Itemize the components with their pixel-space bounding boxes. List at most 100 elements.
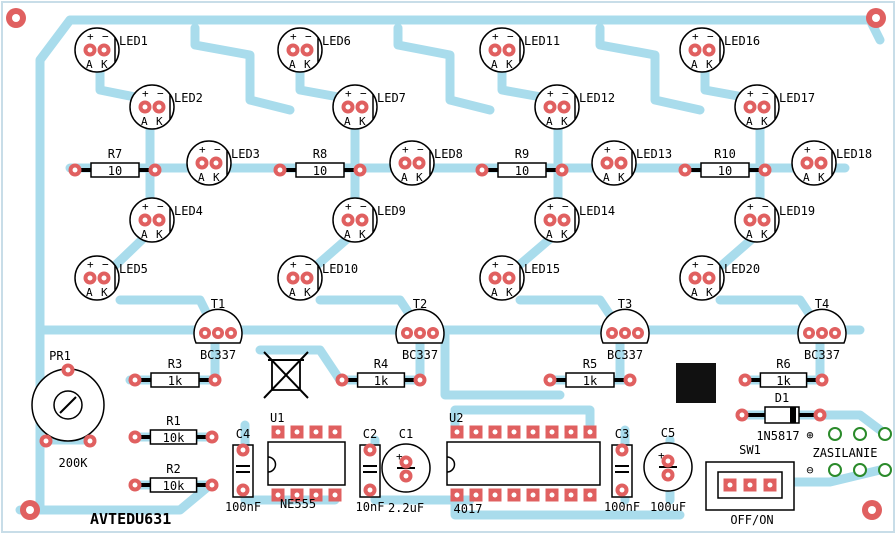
pad-hole [568, 429, 574, 435]
led-anode-label: A [401, 171, 408, 184]
pad-hole [359, 217, 365, 223]
solder-pad [615, 443, 629, 457]
resistor-body [700, 162, 750, 178]
pad-hole [609, 330, 615, 336]
led-label: LED12 [579, 91, 615, 105]
pad-hole [761, 104, 767, 110]
pad-hole [587, 429, 593, 435]
led-cathode-label: K [618, 171, 625, 184]
led-minus: − [762, 200, 769, 213]
solder-pad-square [564, 425, 578, 439]
pad-hole [619, 447, 625, 453]
led-outline [791, 140, 837, 186]
pad-hole [479, 167, 485, 173]
resistor-value: 10k [163, 479, 185, 493]
led-outline [74, 27, 120, 73]
led-label: LED1 [119, 34, 148, 48]
solder-pad [236, 483, 250, 497]
led-minus: − [619, 143, 626, 156]
led-cathode-label: K [506, 58, 513, 71]
pad-hole [345, 217, 351, 223]
led-minus: − [507, 30, 514, 43]
resistor-body [565, 372, 615, 388]
led-anode-label: A [603, 171, 610, 184]
solder-pad [205, 478, 219, 492]
pad-hole [275, 429, 281, 435]
ic-part: NE555 [280, 497, 316, 511]
led-outline [734, 84, 780, 130]
led-minus: − [819, 143, 826, 156]
pad-hole [511, 492, 517, 498]
led-plus: + [692, 30, 699, 43]
resistor-label: R1 [166, 414, 180, 428]
hole-center [872, 14, 880, 22]
led-outline [332, 84, 378, 130]
pot-label: PR1 [49, 349, 71, 363]
pad-hole [142, 217, 148, 223]
led-outline [479, 27, 525, 73]
weee-bin-icon [263, 351, 309, 399]
resistor-body [149, 477, 198, 493]
pad-hole [403, 459, 409, 465]
mounting-hole [866, 8, 886, 28]
solder-pad [399, 469, 413, 483]
led-cathode-label: K [506, 286, 513, 299]
led-anode-label: A [546, 228, 553, 241]
led-label: LED5 [119, 262, 148, 276]
led-cathode-label: K [156, 228, 163, 241]
led-plus: + [290, 30, 297, 43]
led-label: LED19 [779, 204, 815, 218]
pad-hole [87, 47, 93, 53]
solder-pad [61, 363, 75, 377]
wire-pad [828, 427, 842, 441]
resistor-value: 10k [163, 431, 185, 445]
diode-part: 1N5817 [756, 429, 799, 443]
diode-label: D1 [775, 391, 789, 405]
resistor-label: R4 [374, 357, 388, 371]
mounting-hole [6, 8, 26, 28]
led-cathode-label: K [101, 286, 108, 299]
led-plus: + [199, 143, 206, 156]
cap-label: C5 [661, 426, 675, 440]
solder-pad-square [469, 425, 483, 439]
solder-pad-square [488, 488, 502, 502]
led-minus: − [214, 143, 221, 156]
led-anode-label: A [289, 286, 296, 299]
pad-hole [492, 492, 498, 498]
copper-trace [450, 489, 685, 520]
pad-hole [727, 482, 733, 488]
pad-hole [568, 492, 574, 498]
resistor-label: R2 [166, 462, 180, 476]
solder-pad-square [583, 425, 597, 439]
solder-pad [427, 327, 439, 339]
led-anode-label: A [198, 171, 205, 184]
solder-pad [148, 163, 162, 177]
pad-hole [739, 412, 745, 418]
solder-pad [212, 327, 224, 339]
led-minus: − [360, 87, 367, 100]
solder-pad [829, 327, 841, 339]
copper-trace [255, 345, 345, 385]
resistor-value: 10 [313, 164, 327, 178]
hole-center [12, 14, 20, 22]
led-label: LED14 [579, 204, 615, 218]
led-minus: − [305, 258, 312, 271]
solder-pad [273, 163, 287, 177]
resistor-value: 10 [515, 164, 529, 178]
led-minus: − [562, 200, 569, 213]
pad-hole [692, 47, 698, 53]
diode-band [790, 407, 796, 423]
wire-pad [878, 463, 892, 477]
solder-pad-square [309, 488, 323, 502]
solder-pad [208, 373, 222, 387]
transistor-type: BC337 [402, 348, 438, 362]
diode-d1: D1 1N5817 [742, 391, 820, 443]
